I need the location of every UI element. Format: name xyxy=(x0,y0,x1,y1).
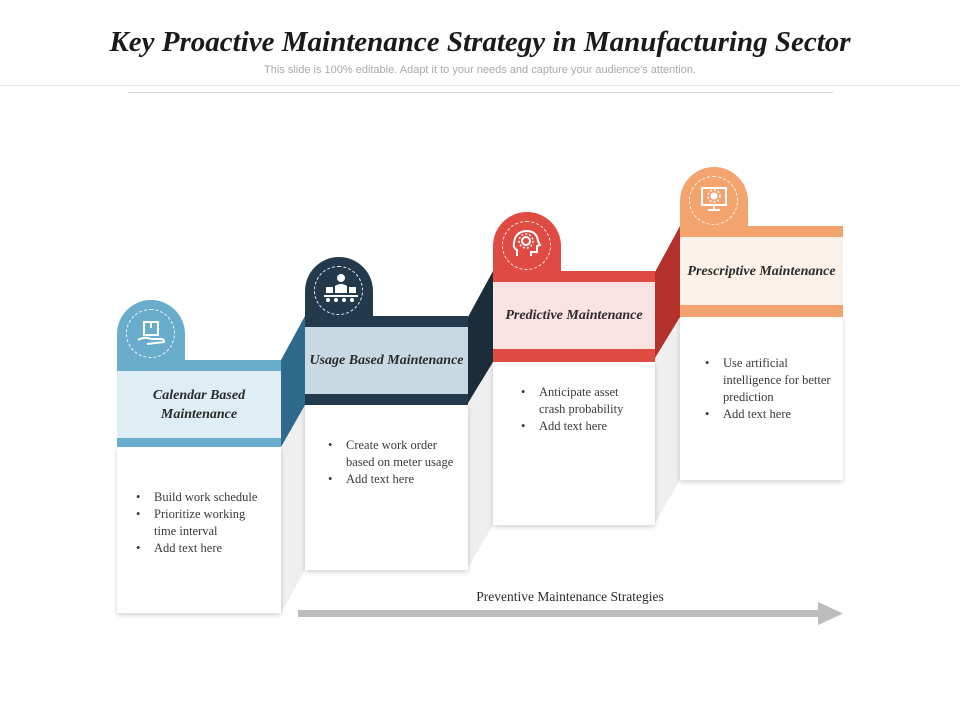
tab-ring xyxy=(689,176,738,225)
tab-ring xyxy=(314,266,363,315)
subtitle-divider xyxy=(128,92,833,93)
bullet-item: Build work schedule xyxy=(134,489,266,506)
head-gear-icon xyxy=(512,229,542,256)
bullet-item: Prioritize working time interval xyxy=(134,506,266,540)
connector-face-2 xyxy=(468,362,493,568)
connector-face-3 xyxy=(655,317,680,523)
header-divider xyxy=(0,85,960,86)
monitor-gear-icon xyxy=(701,187,727,211)
connector-band-2 xyxy=(468,271,493,403)
bullet-item: Add text here xyxy=(134,540,266,557)
step-tab-calendar xyxy=(117,300,185,362)
bullet-item: Add text here xyxy=(519,418,645,435)
step-bullets-predictive: Anticipate asset crash probability Add t… xyxy=(519,384,645,435)
step-head-usage: Usage Based Maintenance xyxy=(305,327,468,394)
step-bullets-calendar: Build work schedule Prioritize working t… xyxy=(134,489,266,557)
step-title-prescriptive: Prescriptive Maintenance xyxy=(687,263,836,279)
hand-box-icon xyxy=(137,321,166,345)
step-bullets-prescriptive: Use artificial intelligence for better p… xyxy=(703,355,833,423)
step-title-calendar: Calendar Based Maintenance xyxy=(152,387,246,422)
step-title-usage: Usage Based Maintenance xyxy=(309,353,464,368)
connector-band-1 xyxy=(281,316,305,447)
connector-face-1 xyxy=(281,405,305,613)
tab-ring xyxy=(126,309,175,358)
bullet-item: Add text here xyxy=(326,471,456,488)
bullet-item: Use artificial intelligence for better p… xyxy=(703,355,833,406)
slide-subtitle: This slide is 100% editable. Adapt it to… xyxy=(264,64,696,76)
bullet-item: Create work order based on meter usage xyxy=(326,437,456,471)
worker-conveyor-icon xyxy=(324,274,358,302)
step-tab-predictive xyxy=(493,212,561,273)
step-title-predictive: Predictive Maintenance xyxy=(505,308,643,323)
step-head-prescriptive: Prescriptive Maintenance xyxy=(680,237,843,305)
arrow-label: Preventive Maintenance Strategies xyxy=(476,589,664,604)
step-bullets-usage: Create work order based on meter usage A… xyxy=(326,437,456,488)
bullet-item: Anticipate asset crash probability xyxy=(519,384,645,418)
step-tab-usage xyxy=(305,257,373,318)
tab-ring xyxy=(502,221,551,270)
step-head-predictive: Predictive Maintenance xyxy=(493,282,655,349)
step-tab-prescriptive xyxy=(680,167,748,228)
slide-title: Key Proactive Maintenance Strategy in Ma… xyxy=(109,26,851,58)
step-head-calendar: Calendar Based Maintenance xyxy=(117,371,281,438)
connector-band-3 xyxy=(655,226,680,358)
bullet-item: Add text here xyxy=(703,406,833,423)
